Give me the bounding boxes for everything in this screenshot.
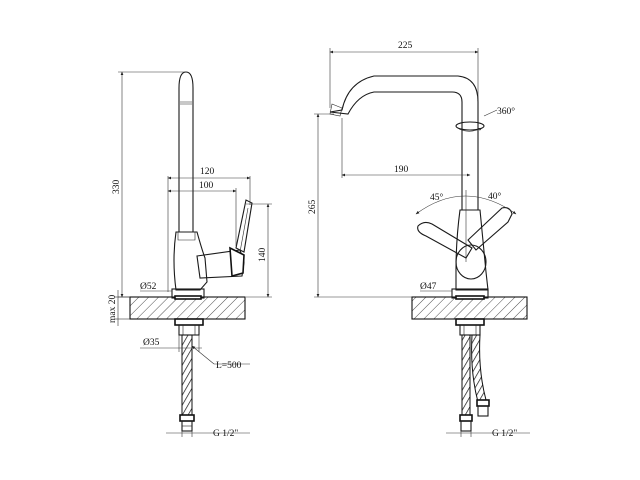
lever-position-1	[417, 221, 473, 259]
dim-d47-label: Ø47	[420, 282, 437, 292]
hose-left	[181, 334, 193, 416]
dim-100-label: 100	[199, 181, 214, 191]
dim-d35-label: Ø35	[143, 338, 160, 348]
hose-right-1	[461, 334, 471, 416]
spout-right	[329, 75, 479, 211]
rotation-label: 360°	[497, 106, 515, 117]
angle-40-label: 40°	[488, 191, 502, 202]
lever-position-2	[467, 207, 513, 251]
countertop-right	[411, 296, 528, 320]
mount-nut-left	[174, 318, 204, 326]
dim-265-label: 265	[308, 200, 318, 215]
hose-length-label: L=500	[216, 361, 242, 371]
dim-d52-label: Ø52	[140, 282, 157, 292]
dim-225-label: 225	[398, 41, 413, 51]
dim-190-label: 190	[394, 165, 409, 175]
countertop-left	[129, 296, 246, 320]
faucet-body-left	[173, 231, 208, 291]
hose-right-2	[471, 334, 487, 403]
side-view: 330 120 100 140 Ø52 max 20 Ø35 L=500	[108, 71, 272, 439]
dim-140-label: 140	[258, 248, 268, 263]
dim-max20-label: max 20	[108, 295, 118, 323]
thread-right-label: G 1/2"	[492, 429, 517, 439]
front-view: 360° 45° 40° 225 190	[308, 41, 530, 439]
dim-330-label: 330	[112, 180, 122, 195]
dim-120-label: 120	[200, 167, 215, 177]
thread-left-label: G 1/2"	[213, 429, 238, 439]
angle-45-label: 45°	[430, 192, 444, 203]
spout-tube-left	[178, 71, 194, 233]
mount-nut-right	[455, 318, 485, 326]
